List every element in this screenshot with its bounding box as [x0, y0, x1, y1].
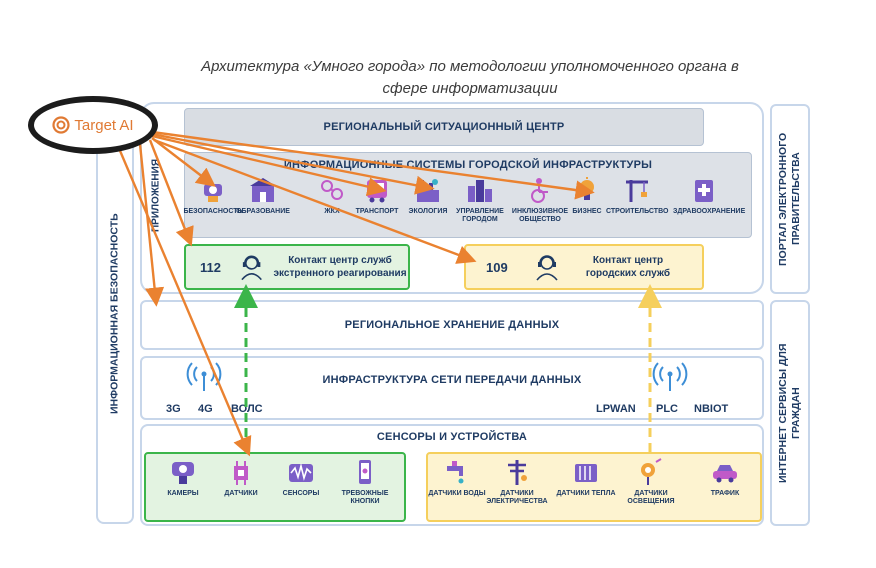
citizen-services-label: ИНТЕРНЕТ СЕРВИСЫ ДЛЯ ГРАЖДАН: [777, 343, 802, 483]
sensor-label: КАМЕРЫ: [167, 490, 199, 497]
waveform-icon: [289, 462, 313, 482]
tech-plc: PLC: [656, 403, 678, 415]
sensor-label: СЕНСОРЫ: [282, 490, 320, 497]
citizen-services-column: [770, 300, 810, 526]
wheelchair-icon: [531, 178, 548, 203]
car-icon: [713, 465, 737, 483]
infra-item[interactable]: ОБРАЗОВАНИЕ: [232, 176, 294, 216]
water-tap-icon: [447, 461, 464, 484]
infra-label: ЗДРАВООХРАНЕНИЕ: [673, 208, 746, 215]
contact-109-number: 109: [486, 259, 508, 275]
tech-4g: 4G: [198, 403, 213, 415]
bus-icon: [367, 180, 387, 203]
phone-icon: [359, 460, 371, 484]
cctv-icon: [172, 462, 194, 484]
sensor-item[interactable]: ДАТЧИКИ: [210, 458, 272, 498]
sensor-label: ДАТЧИКИ ТЕПЛА: [556, 490, 616, 497]
infra-item[interactable]: ЗДРАВООХРАНЕНИЕ: [673, 176, 746, 216]
factory-icon: [417, 179, 439, 202]
sensor-item[interactable]: СЕНСОРЫ: [270, 458, 332, 498]
sensor-item[interactable]: ТРАФИК: [694, 458, 756, 498]
sensor-label: ДАТЧИКИ ВОДЫ: [428, 490, 486, 497]
sensor-label: ТРАФИК: [710, 490, 740, 497]
power-pole-icon: [508, 460, 527, 485]
yellow-sensor-group: [426, 452, 762, 522]
infra-label: БИЗНЕС: [572, 208, 602, 215]
situation-center: РЕГИОНАЛЬНЫЙ СИТУАЦИОННЫЙ ЦЕНТР: [184, 108, 704, 146]
sensor-label: ДАТЧИКИ ЭЛЕКТРИЧЕСТВА: [486, 490, 548, 505]
sensor-item[interactable]: ДАТЧИКИ ЭЛЕКТРИЧЕСТВА: [486, 458, 548, 506]
infra-label: ОБРАЗОВАНИЕ: [236, 208, 290, 215]
target-ai-logo[interactable]: Target AI: [28, 96, 158, 154]
camera-icon: [204, 184, 222, 202]
target-logo-icon: [52, 116, 70, 134]
infra-label: ИНКЛЮЗИВНОЕ ОБЩЕСТВО: [511, 208, 569, 223]
contact-center-112[interactable]: 112 Контакт центр служб экстренного реаг…: [184, 244, 410, 290]
situation-center-label: РЕГИОНАЛЬНЫЙ СИТУАЦИОННЫЙ ЦЕНТР: [323, 121, 565, 133]
infra-label: УПРАВЛЕНИЕ ГОРОДОМ: [456, 208, 504, 223]
infra-item[interactable]: СТРОИТЕЛЬСТВО: [606, 176, 668, 216]
infra-label: СТРОИТЕЛЬСТВО: [606, 208, 669, 215]
sensors-label: СЕНСОРЫ И УСТРОЙСТВА: [376, 431, 528, 443]
sensor-item[interactable]: ДАТЧИКИ ОСВЕЩЕНИЯ: [620, 458, 682, 506]
lightbulb-icon: [580, 177, 594, 200]
tech-fiber: ВОЛС: [231, 403, 263, 415]
sensor-label: ТРЕВОЖНЫЕ КНОПКИ: [341, 490, 389, 505]
egov-label: ПОРТАЛ ЭЛЕКТРОННОГО ПРАВИТЕЛЬСТВА: [777, 132, 802, 266]
operator-icon: [536, 255, 558, 281]
operator-icon: [241, 255, 262, 281]
title-line-1: Архитектура «Умного города» по методолог…: [201, 58, 739, 75]
lamp-icon: [641, 458, 662, 485]
applications-label: ПРИЛОЖЕНИЯ: [150, 158, 162, 232]
chip-icon: [234, 461, 248, 485]
sensor-item[interactable]: ДАТЧИКИ ТЕПЛА: [555, 458, 617, 498]
city-infrastructure-title: ИНФОРМАЦИОННЫЕ СИСТЕМЫ ГОРОДСКОЙ ИНФРАСТ…: [283, 159, 653, 171]
antenna-right-icon: [652, 362, 688, 391]
logo-text: Target AI: [74, 116, 134, 134]
tech-lpwan: LPWAN: [596, 403, 636, 415]
infra-item[interactable]: УПРАВЛЕНИЕ ГОРОДОМ: [449, 176, 511, 224]
sensor-item[interactable]: ТРЕВОЖНЫЕ КНОПКИ: [334, 458, 396, 506]
contact-center-109[interactable]: 109 Контакт центр городских служб: [464, 244, 704, 290]
sensor-label: ДАТЧИКИ ОСВЕЩЕНИЯ: [627, 490, 675, 505]
medical-icon: [695, 180, 713, 202]
diagram-title: Архитектура «Умного города» по методолог…: [120, 56, 820, 100]
antenna-left-icon: [186, 362, 222, 391]
network-label: ИНФРАСТРУКТУРА СЕТИ ПЕРЕДАЧИ ДАННЫХ: [322, 374, 582, 386]
security-label: ИНФОРМАЦИОННАЯ БЕЗОПАСНОСТЬ: [108, 213, 121, 415]
tech-3g: 3G: [166, 403, 181, 415]
data-storage-label: РЕГИОНАЛЬНОЕ ХРАНЕНИЕ ДАННЫХ: [344, 319, 560, 331]
contact-112-text: Контакт центр служб экстренного реагиров…: [273, 255, 407, 279]
egov-column: [770, 104, 810, 294]
crane-icon: [626, 180, 648, 202]
sensor-label: ДАТЧИКИ: [224, 490, 258, 497]
tech-nbiot: NBIOT: [694, 403, 729, 415]
city-icon: [468, 180, 492, 202]
school-icon: [250, 178, 276, 202]
sensor-item[interactable]: ДАТЧИКИ ВОДЫ: [426, 458, 488, 498]
contact-112-number: 112: [200, 259, 221, 275]
contact-109-text: Контакт центр городских служб: [585, 255, 671, 279]
molecule-icon: [321, 180, 343, 200]
title-line-2: сфере информатизации: [382, 80, 558, 97]
sensor-item[interactable]: КАМЕРЫ: [152, 458, 214, 498]
radiator-icon: [575, 464, 597, 482]
